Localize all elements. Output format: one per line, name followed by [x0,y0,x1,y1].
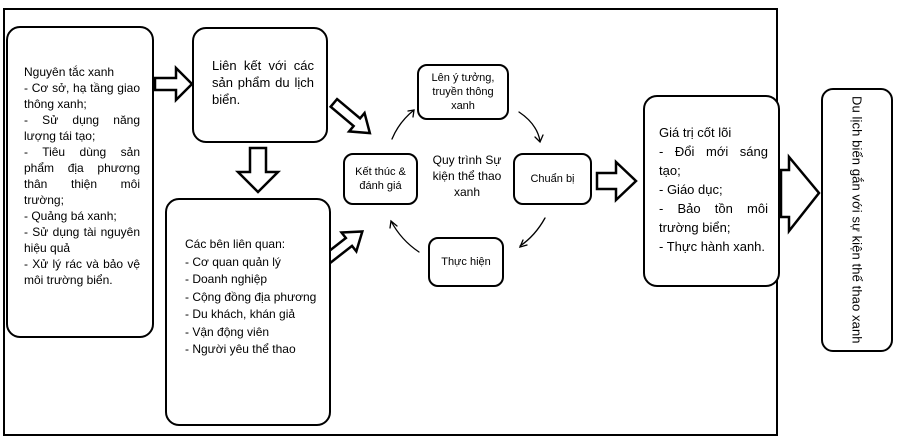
core-value-item: - Thực hành xanh. [659,239,766,254]
block-arrow-link-to-stakeholders [234,146,282,194]
block-arrow-core-to-outcome [779,153,821,235]
outcome-box: Du lịch biển gắn với sự kiện thể thao xa… [821,88,893,352]
cycle-arrow-execute-to-close [390,220,420,253]
core-value-item: - Giáo dục; [659,182,723,197]
cycle-center-label: Quy trình Sự kiện thể thao xanh [432,153,502,199]
cycle-step-idea-label: Lên ý tưởng, truyền thông xanh [431,72,495,112]
cycle-step-execute-label: Thực hiện [441,256,491,268]
cycle-step-prepare-label: Chuẩn bị [530,173,575,185]
cycle-arrow-prepare-to-execute [519,217,546,247]
cycle-arrow-close-to-idea [391,109,415,140]
link-products-text: Liên kết với các sản phẩm du lịch biển. [212,58,314,107]
stakeholder-item: - Du khách, khán giả [185,307,296,321]
block-arrow-link-to-cycle [328,97,372,135]
stakeholder-item: - Vận động viên [185,324,270,339]
cycle-arrow-idea-to-prepare [518,111,541,142]
core-values-box: Giá trị cốt lõi - Đổi mới sáng tạo; - Gi… [643,95,780,287]
block-arrow-principles-to-link [153,64,194,104]
principle-item: - Sử dụng tài nguyên hiệu quả [24,225,140,255]
principle-item: - Cơ sở, hạ tầng giao thông xanh; [24,81,140,111]
cycle-step-prepare: Chuẩn bị [513,153,592,205]
core-values-title: Giá trị cốt lõi [659,125,732,140]
principle-item: - Xử lý rác và bảo vệ môi trường biển. [24,257,140,287]
cycle-step-idea: Lên ý tưởng, truyền thông xanh [417,64,509,120]
principle-item: - Quảng bá xanh; [24,209,117,223]
green-principles-box: Nguyên tắc xanh - Cơ sở, hạ tầng giao th… [6,26,154,338]
stakeholder-item: - Cộng đồng địa phương [185,289,317,304]
cycle-step-execute: Thực hiện [428,237,504,287]
stakeholders-title: Các bên liên quan: [185,237,286,251]
principles-title: Nguyên tắc xanh [24,65,115,79]
principle-item: - Tiêu dùng sản phẩm địa phương thân thi… [24,145,140,207]
stakeholders-box: Các bên liên quan: - Cơ quan quản lý - D… [165,198,331,426]
outcome-text-wrap: Du lịch biển gắn với sự kiện thể thao xa… [823,90,891,350]
cycle-step-close-label: Kết thúc & đánh giá [355,166,406,192]
block-arrow-cycle-to-core [595,159,638,203]
core-value-item: - Đổi mới sáng tạo; [659,144,768,178]
stakeholder-item: - Cơ quan quản lý [185,254,281,269]
stakeholder-item: - Người yêu thể thao [185,342,296,356]
principle-item: - Sử dụng năng lượng tái tạo; [24,113,140,143]
outcome-text: Du lịch biển gắn với sự kiện thể thao xa… [849,96,865,344]
stakeholder-item: - Doanh nghiệp [185,272,268,286]
cycle-step-close: Kết thúc & đánh giá [343,153,418,205]
block-arrow-stakeholders-to-cycle [320,230,365,267]
core-value-item: - Bảo tồn môi trường biển; [659,201,768,235]
link-products-box: Liên kết với các sản phẩm du lịch biển. [192,27,328,143]
